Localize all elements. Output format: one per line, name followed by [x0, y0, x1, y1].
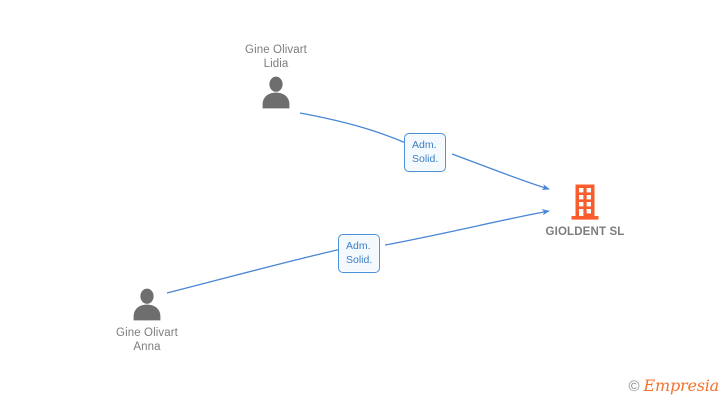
- node-label-person-lidia: Gine Olivart Lidia: [245, 44, 307, 70]
- edge-line-bottom-cont: [384, 209, 550, 246]
- node-label-company-gioldent: GIOLDENT SL: [545, 226, 625, 238]
- edge-line-top: [299, 112, 414, 147]
- building-icon: [568, 183, 602, 221]
- edge-label-adm-solid-bottom[interactable]: Adm. Solid.: [338, 234, 381, 273]
- watermark-brand: Empresia: [643, 376, 720, 395]
- edge-line-bottom: [166, 247, 347, 294]
- watermark: © Empresia: [628, 378, 719, 394]
- node-company-gioldent[interactable]: GIOLDENT SL: [505, 183, 665, 240]
- edge-line-top-cont: [451, 153, 550, 191]
- person-icon: [131, 287, 163, 321]
- node-label-person-anna: Gine Olivart Anna: [116, 327, 178, 353]
- node-person-lidia[interactable]: Gine Olivart Lidia: [196, 44, 356, 109]
- copyright-icon: ©: [628, 377, 640, 395]
- edge-label-adm-solid-top[interactable]: Adm. Solid.: [404, 133, 447, 172]
- node-person-anna[interactable]: Gine Olivart Anna: [67, 283, 227, 354]
- person-icon: [260, 75, 292, 109]
